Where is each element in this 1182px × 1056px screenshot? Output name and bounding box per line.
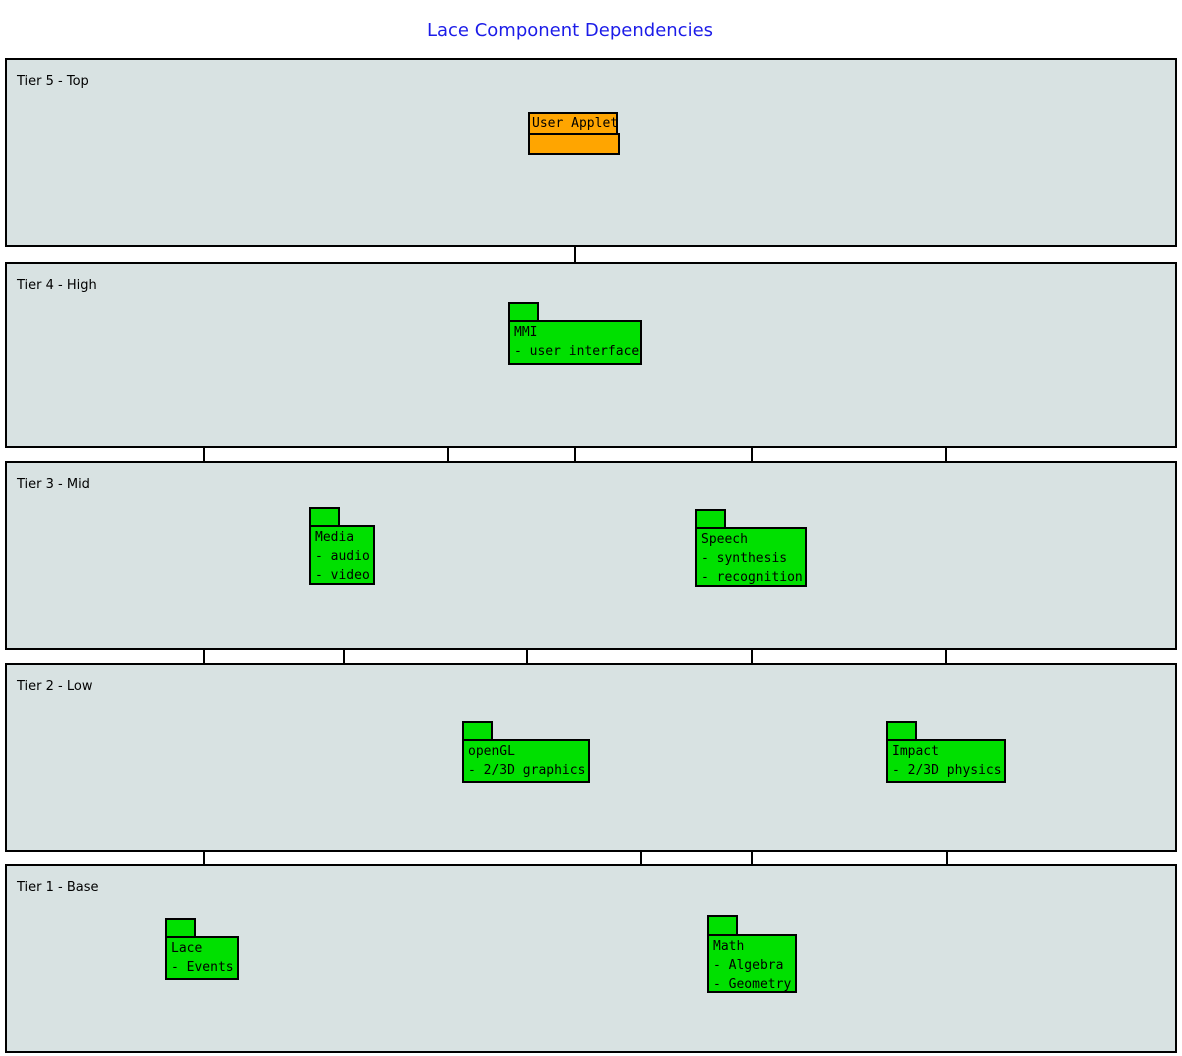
tier-label-tier-1: Tier 1 - Base xyxy=(17,880,99,895)
component-body-speech: Speech - synthesis - recognition xyxy=(695,527,807,587)
component-tab-math xyxy=(707,915,738,936)
component-tab-impact xyxy=(886,721,917,741)
component-tab-opengl xyxy=(462,721,493,741)
component-tab-media xyxy=(309,507,340,527)
tier-label-tier-4: Tier 4 - High xyxy=(17,278,97,293)
component-body-media: Media - audio - video xyxy=(309,525,375,585)
component-body-impact: Impact - 2/3D physics xyxy=(886,739,1006,783)
component-body-mmi: MMI - user interface xyxy=(508,320,642,365)
tier-label-tier-3: Tier 3 - Mid xyxy=(17,477,90,492)
tier-label-tier-5: Tier 5 - Top xyxy=(17,74,89,89)
component-body-math: Math - Algebra - Geometry xyxy=(707,934,797,993)
component-tab-lace xyxy=(165,918,196,938)
component-body-opengl: openGL - 2/3D graphics xyxy=(462,739,590,783)
tier-label-tier-2: Tier 2 - Low xyxy=(17,679,93,694)
component-tab-speech xyxy=(695,509,726,529)
tier-band-tier-3: Tier 3 - Mid xyxy=(5,461,1177,650)
component-body-user-applet xyxy=(528,133,620,155)
component-tab-mmi xyxy=(508,302,539,322)
page-title: Lace Component Dependencies xyxy=(426,20,714,41)
component-body-lace: Lace - Events xyxy=(165,936,239,980)
component-tab-user-applet: User Applet xyxy=(528,112,618,135)
